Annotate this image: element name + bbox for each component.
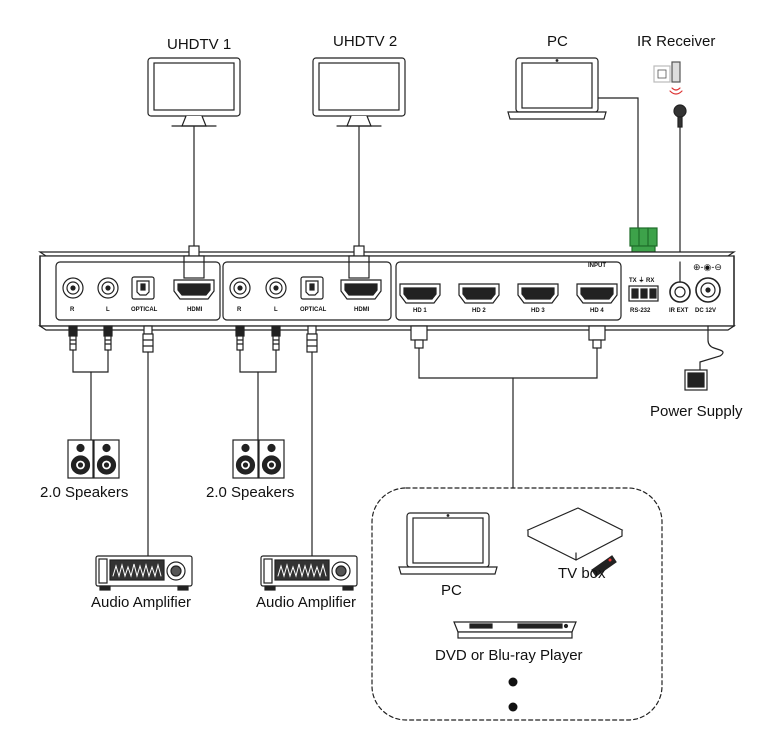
hdmi-plug-tv1-icon xyxy=(183,245,205,279)
hdmi-in-port-2 xyxy=(458,283,500,304)
label-amplifier-2: Audio Amplifier xyxy=(256,594,357,611)
matrix-switch-rear-panel xyxy=(38,251,736,331)
tv-box-icon xyxy=(526,507,624,561)
dc-power-port xyxy=(695,277,721,303)
rca-plugs-group-2 xyxy=(235,325,318,561)
port-label-dc-polarity: ⊕-◉-⊖ xyxy=(693,262,722,272)
dvd-player-icon xyxy=(453,621,577,639)
sources-group-box xyxy=(371,487,663,721)
audio-amplifier-1-icon xyxy=(95,555,193,591)
rs232-terminal-plug-icon xyxy=(629,227,658,257)
label-dvd-player: DVD or Blu-ray Player xyxy=(435,647,583,664)
uhdtv-1-icon xyxy=(147,57,241,127)
port-label-l-2: L xyxy=(274,307,278,313)
pc-laptop-top-icon xyxy=(507,57,607,120)
label-pc-top: PC xyxy=(547,33,568,50)
hdmi-input-cabling xyxy=(410,325,606,489)
port-label-rs232-pins: TX ⏚ RX xyxy=(629,278,655,284)
speaker-pair-2-icon xyxy=(232,439,285,479)
port-label-dc-12v: DC 12V xyxy=(695,308,717,314)
port-label-r-1: R xyxy=(70,307,75,313)
optical-port-2 xyxy=(300,276,324,300)
hdmi-out-port-2 xyxy=(340,279,382,300)
label-uhdtv-2: UHDTV 2 xyxy=(333,33,398,50)
hdmi-plug-tv2-icon xyxy=(348,245,370,279)
label-pc-source: PC xyxy=(441,582,462,599)
port-label-hd-3: HD 3 xyxy=(531,308,545,314)
rs232-port xyxy=(628,285,659,302)
label-speakers-2: 2.0 Speakers xyxy=(206,484,295,501)
hdmi-in-port-4 xyxy=(576,283,618,304)
port-label-optical-2: OPTICAL xyxy=(300,307,327,313)
port-label-r-2: R xyxy=(237,307,242,313)
hdmi-out-port-1 xyxy=(173,279,215,300)
label-ir-receiver: IR Receiver xyxy=(637,33,716,50)
rca-jack-l-1 xyxy=(97,277,119,299)
rca-jack-r-1 xyxy=(62,277,84,299)
rca-jack-r-2 xyxy=(229,277,251,299)
port-label-hdmi-2: HDMI xyxy=(354,307,370,313)
audio-amplifier-2-icon xyxy=(260,555,358,591)
rca-plugs-group-1 xyxy=(68,325,154,561)
optical-port-1 xyxy=(131,276,155,300)
port-label-hd-1: HD 1 xyxy=(413,308,427,314)
port-label-input-title: INPUT xyxy=(588,263,606,269)
hdmi-in-port-1 xyxy=(399,283,441,304)
label-power-supply: Power Supply xyxy=(650,403,743,420)
pc-laptop-source-icon xyxy=(398,512,498,575)
ir-ext-port xyxy=(669,281,691,303)
power-supply-cable xyxy=(684,325,724,391)
label-speakers-1: 2.0 Speakers xyxy=(40,484,129,501)
label-uhdtv-1: UHDTV 1 xyxy=(167,36,232,53)
port-label-hd-2: HD 2 xyxy=(472,308,486,314)
remote-control-icon xyxy=(591,555,617,577)
port-label-l-1: L xyxy=(106,307,110,313)
port-label-ir-ext: IR EXT xyxy=(669,308,689,314)
ir-receiver-icon xyxy=(653,61,687,128)
uhdtv-2-icon xyxy=(312,57,406,127)
more-sources-dot-2 xyxy=(508,702,518,712)
label-amplifier-1: Audio Amplifier xyxy=(91,594,192,611)
speaker-pair-1-icon xyxy=(67,439,120,479)
port-label-hdmi-1: HDMI xyxy=(187,307,203,313)
hdmi-in-port-3 xyxy=(517,283,559,304)
more-sources-dot-1 xyxy=(508,677,518,687)
port-label-rs232: RS-232 xyxy=(630,308,651,314)
port-label-hd-4: HD 4 xyxy=(590,308,604,314)
label-tv-box: TV box xyxy=(558,565,606,582)
port-label-optical-1: OPTICAL xyxy=(131,307,158,313)
rca-jack-l-2 xyxy=(265,277,287,299)
